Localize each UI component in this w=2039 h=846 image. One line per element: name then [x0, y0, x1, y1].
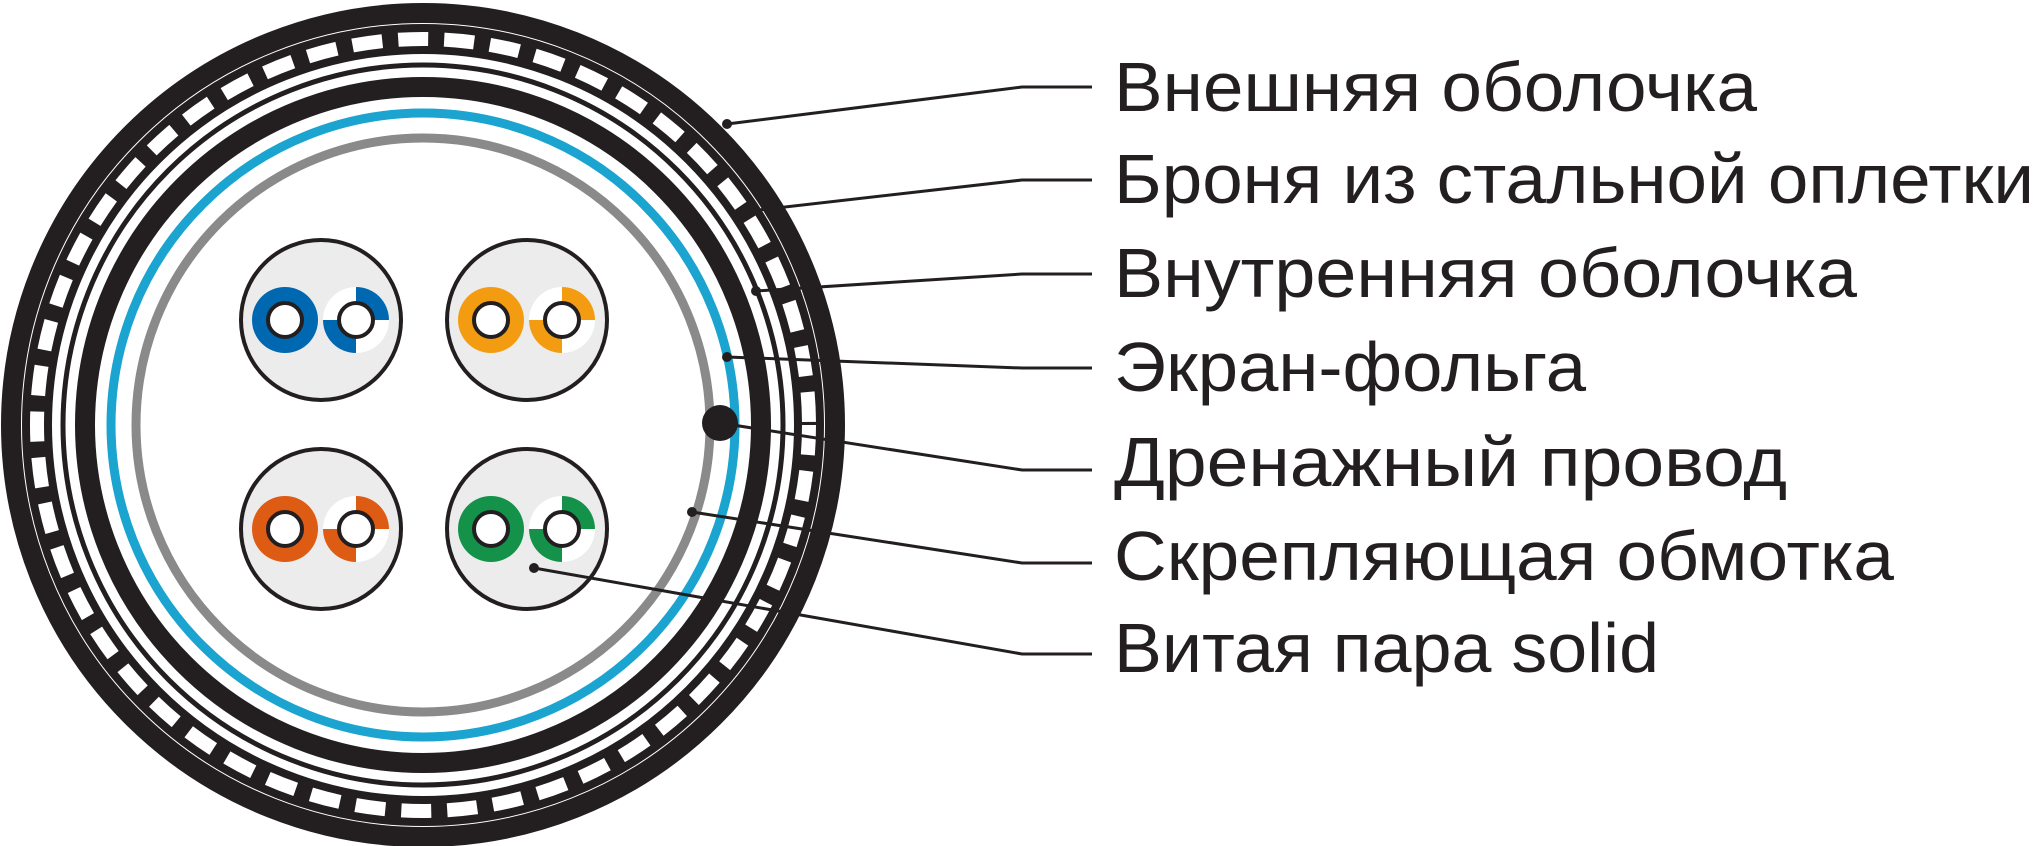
- pair-blue: [239, 238, 403, 402]
- leader-dot: [722, 352, 732, 362]
- armor-inner-line: [60, 62, 786, 788]
- pair-orange: [445, 238, 609, 402]
- leader-outer-sheath: [726, 85, 1092, 126]
- conductor-core: [266, 510, 304, 548]
- label-twisted-pair: Витая пара solid: [1114, 609, 1659, 687]
- leader-dot: [751, 286, 761, 296]
- leader-twisted-pair: [533, 566, 1092, 656]
- leader-lines: [533, 85, 1092, 656]
- label-inner-sheath: Внутренняя оболочка: [1114, 234, 1857, 312]
- leader-dot: [736, 207, 746, 217]
- leader-dot: [722, 119, 732, 129]
- inner-sheath-ring: [75, 77, 771, 773]
- conductor-core: [266, 301, 304, 339]
- pair-brown: [239, 447, 403, 611]
- leader-inner-sheath: [755, 272, 1092, 293]
- pair-jacket: [445, 447, 609, 611]
- leader-dot: [529, 563, 539, 573]
- conductor-core: [543, 510, 581, 548]
- pair-jacket: [445, 238, 609, 402]
- pair-jacket: [239, 447, 403, 611]
- label-binder-tape: Скрепляющая обмотка: [1114, 517, 1894, 595]
- binder-tape-ring: [131, 133, 715, 717]
- leader-foil-shield: [726, 355, 1092, 370]
- label-foil-shield: Экран-фольга: [1114, 328, 1586, 406]
- foil-shield-ring: [106, 108, 740, 742]
- outer-sheath-ring: [1, 3, 845, 846]
- callout-labels: Внешняя оболочка Броня из стальной оплет…: [1114, 48, 2034, 687]
- conductor-core: [337, 510, 375, 548]
- leader-drain-wire: [719, 421, 1092, 472]
- cable-cross-section: [1, 3, 845, 846]
- conductor-core: [472, 510, 510, 548]
- conductor-core: [472, 301, 510, 339]
- conductor-core: [337, 301, 375, 339]
- leader-binder-tape: [691, 510, 1092, 565]
- conductor-core: [543, 301, 581, 339]
- leader-armor-braid: [740, 178, 1092, 214]
- leader-dots: [529, 119, 761, 573]
- pair-jacket: [239, 238, 403, 402]
- label-drain-wire: Дренажный провод: [1114, 423, 1787, 501]
- leader-dot: [687, 507, 697, 517]
- label-armor-braid: Броня из стальной оплетки: [1114, 140, 2034, 218]
- pair-green: [445, 447, 609, 611]
- label-outer-sheath: Внешняя оболочка: [1114, 48, 1757, 126]
- armor-braid-segments: [30, 32, 816, 818]
